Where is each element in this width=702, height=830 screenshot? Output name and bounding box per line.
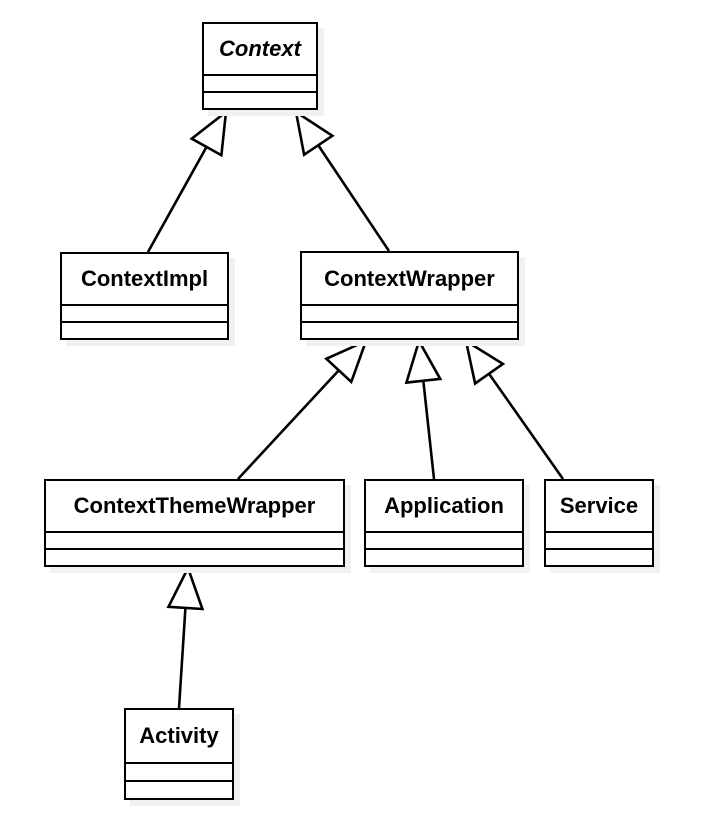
generalization-line: [422, 380, 436, 480]
generalization-line: [146, 146, 208, 253]
hollow-triangle-arrowhead-icon: [324, 338, 369, 385]
generalization-edge: [294, 109, 391, 252]
class-operations-compartment: [546, 550, 652, 565]
class-attributes-compartment: [546, 533, 652, 550]
class-attributes-compartment: [62, 306, 227, 323]
class-box-application[interactable]: Application: [364, 479, 524, 567]
hollow-triangle-arrowhead-icon: [166, 564, 205, 611]
class-name-compartment: ContextImpl: [62, 254, 227, 306]
class-name-compartment: Context: [204, 24, 316, 76]
class-box-contextthemewrapper[interactable]: ContextThemeWrapper: [44, 479, 345, 567]
class-name-label: ContextWrapper: [324, 265, 495, 291]
class-name-label: Context: [219, 36, 301, 61]
generalization-line: [237, 369, 340, 480]
class-name-compartment: ContextWrapper: [302, 253, 517, 306]
class-name-compartment: Application: [366, 481, 522, 533]
class-box-activity[interactable]: Activity: [124, 708, 234, 800]
generalization-line: [487, 372, 565, 480]
class-attributes-compartment: [366, 533, 522, 550]
class-box-context[interactable]: Context: [202, 22, 318, 110]
class-name-label: Activity: [139, 723, 219, 748]
class-name-compartment: Activity: [126, 710, 232, 764]
hollow-triangle-arrowhead-icon: [404, 337, 443, 385]
class-attributes-compartment: [46, 533, 343, 550]
class-box-contextimpl[interactable]: ContextImpl: [60, 252, 229, 340]
generalization-line: [317, 144, 391, 252]
hollow-triangle-arrowhead-icon: [294, 109, 335, 157]
class-name-label: ContextThemeWrapper: [73, 493, 316, 518]
hollow-triangle-arrowhead-icon: [189, 109, 228, 158]
class-name-compartment: ContextThemeWrapper: [46, 481, 343, 533]
class-operations-compartment: [126, 782, 232, 798]
generalization-edge: [237, 338, 369, 480]
class-operations-compartment: [366, 550, 522, 565]
class-name-label: ContextImpl: [80, 266, 209, 291]
generalization-edge: [166, 564, 205, 709]
class-operations-compartment: [62, 323, 227, 338]
class-name-label: Service: [559, 493, 639, 518]
class-operations-compartment: [302, 323, 517, 338]
class-operations-compartment: [204, 93, 316, 108]
generalization-edge: [464, 338, 565, 480]
class-name-label: Application: [384, 493, 504, 518]
class-attributes-compartment: [126, 764, 232, 782]
class-attributes-compartment: [302, 306, 517, 323]
hollow-triangle-arrowhead-icon: [464, 338, 506, 386]
generalization-line: [177, 607, 187, 709]
class-name-compartment: Service: [546, 481, 652, 533]
class-operations-compartment: [46, 550, 343, 565]
class-attributes-compartment: [204, 76, 316, 93]
class-box-service[interactable]: Service: [544, 479, 654, 567]
generalization-edge: [146, 109, 228, 253]
class-box-contextwrapper[interactable]: ContextWrapper: [300, 251, 519, 340]
generalization-edge: [404, 337, 443, 480]
